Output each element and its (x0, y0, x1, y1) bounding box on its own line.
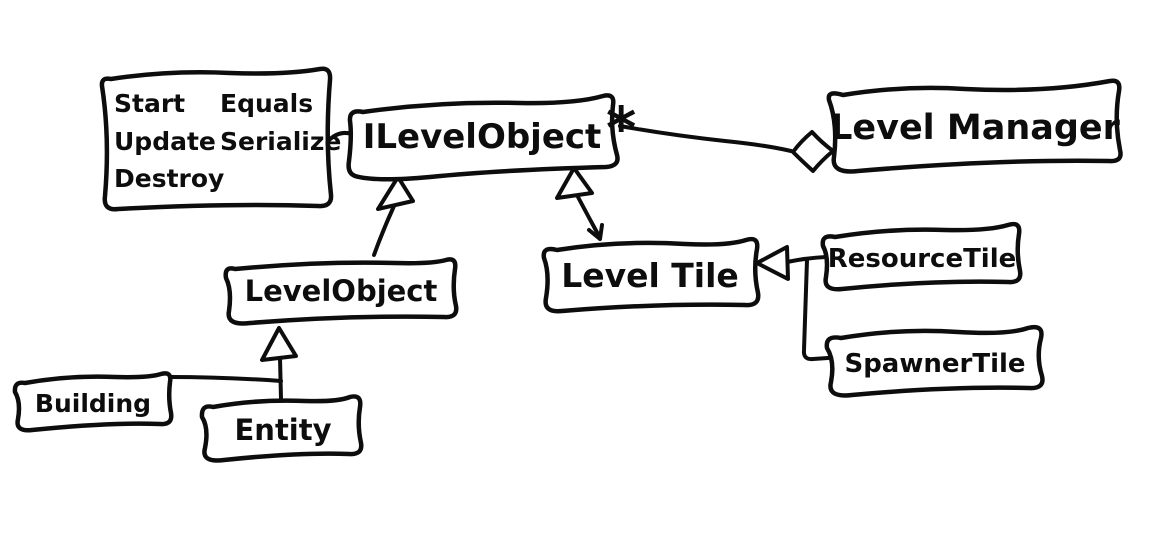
class-label: Building (35, 389, 151, 418)
box-outline (223, 257, 459, 326)
inheritance-line-building (168, 375, 283, 383)
class-label: LevelObject (245, 274, 438, 308)
box-outline (541, 236, 761, 314)
inheritance-triangle-levelobject-icon (260, 326, 298, 362)
box-outline (199, 394, 364, 463)
class-label: SpawnerTile (844, 349, 1025, 379)
class-label: ResourceTile (828, 244, 1017, 274)
methods-note-box: Start Update Destroy Equals Serialize (99, 66, 341, 212)
class-label: Level Manager (830, 108, 1121, 148)
method-label: Update (114, 127, 216, 156)
class-label: ILevelObject (363, 117, 602, 157)
class-box-building: Building (12, 371, 174, 433)
inheritance-triangle-leveltile-icon (755, 245, 790, 281)
aggregation-diamond-icon (791, 130, 835, 173)
method-label: Equals (220, 89, 313, 118)
method-label: Serialize (220, 127, 341, 156)
class-label: Entity (234, 413, 331, 447)
inheritance-line-spawnertile (801, 258, 830, 362)
inheritance-line-entity (278, 356, 283, 401)
box-outline (346, 93, 620, 182)
box-outline (824, 324, 1045, 398)
class-box-resourcetile: ResourceTile (820, 221, 1023, 292)
inheritance-triangle-ilevelobject-left-icon (376, 175, 415, 211)
box-outline (826, 78, 1123, 174)
inheritance-triangle-ilevelobject-right-icon (555, 166, 594, 200)
inheritance-line-levelobject (372, 204, 396, 257)
method-label: Start (114, 89, 185, 118)
class-box-ilevelobject: ILevelObject (346, 93, 620, 182)
box-outline (12, 371, 174, 433)
class-label: Level Tile (561, 256, 739, 295)
aggregation-line (618, 124, 793, 153)
inheritance-line-leveltile-tip (587, 223, 604, 241)
class-box-levelmanager: Level Manager (826, 78, 1123, 174)
class-box-spawnertile: SpawnerTile (824, 324, 1045, 398)
method-label: Destroy (114, 164, 224, 193)
multiplicity-star: * (606, 94, 636, 162)
arrowhead-layer (260, 130, 835, 362)
class-box-leveltile: Level Tile (541, 236, 761, 314)
box-outline (820, 221, 1023, 292)
class-box-entity: Entity (199, 394, 364, 463)
connector-layer (168, 124, 830, 401)
box-outline (99, 66, 334, 212)
inheritance-line-leveltile (576, 195, 601, 238)
class-box-levelobject: LevelObject (223, 257, 459, 326)
